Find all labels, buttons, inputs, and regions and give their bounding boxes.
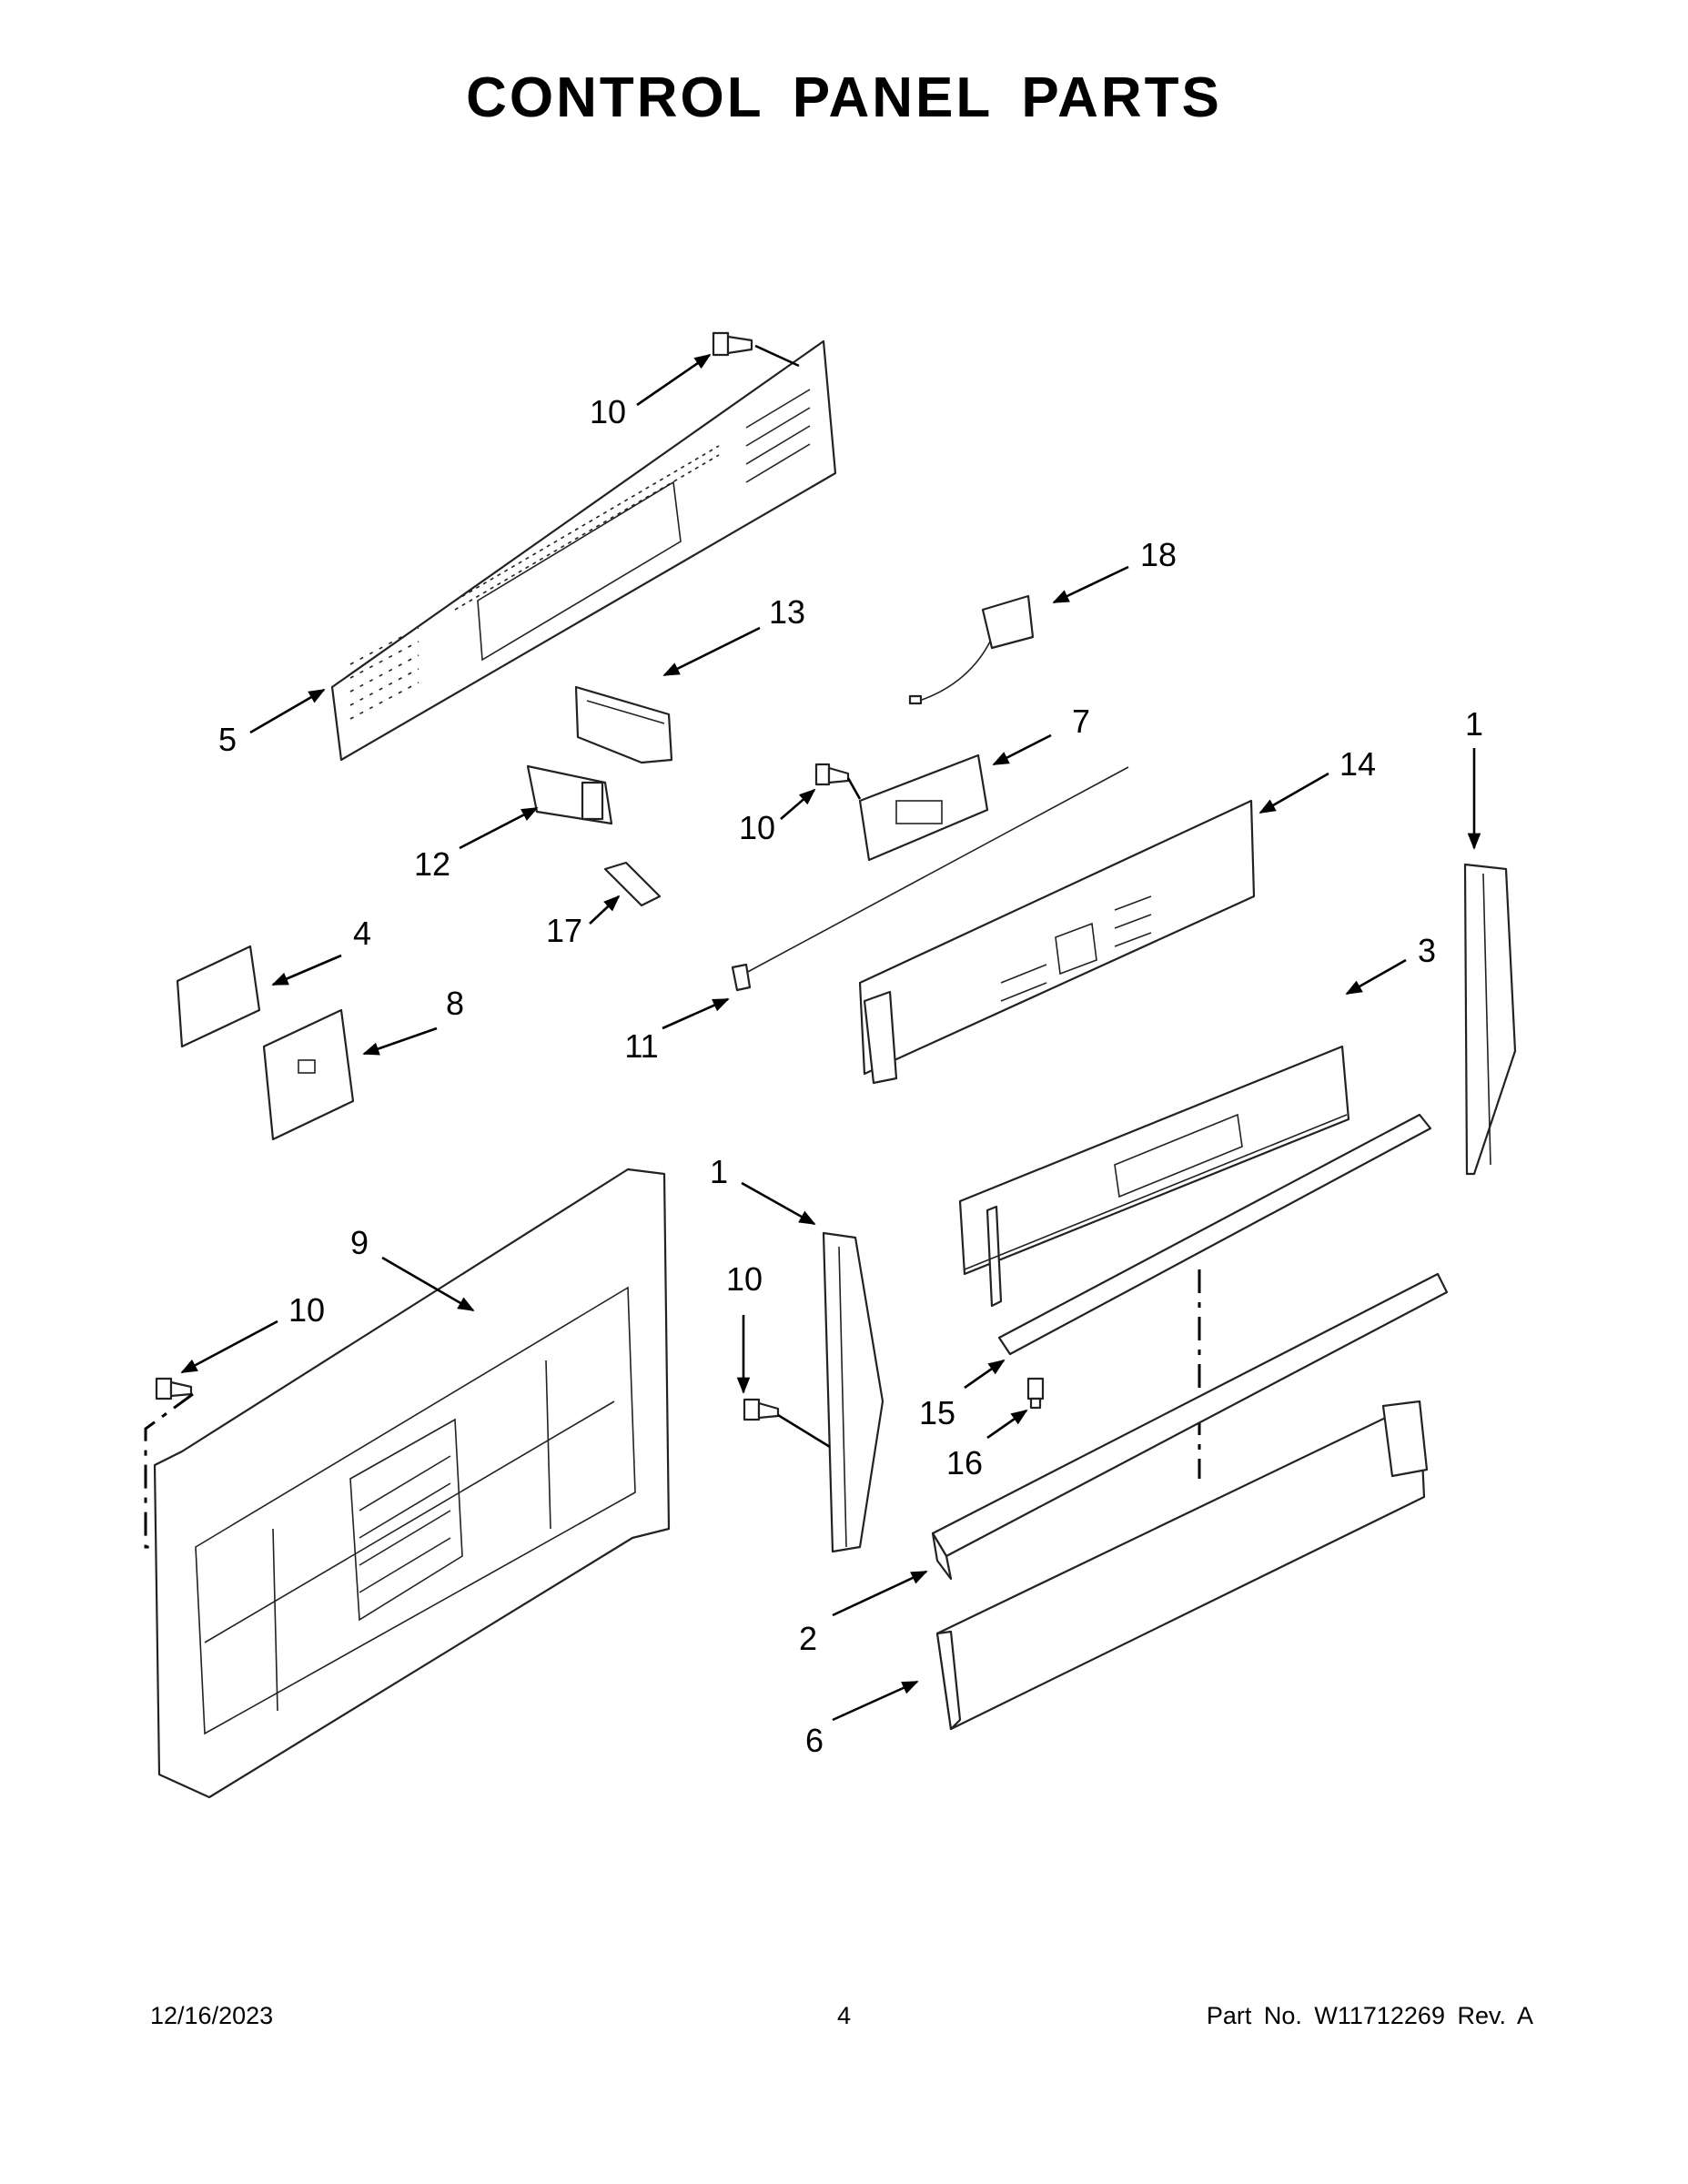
callout-10: 10 — [288, 1291, 325, 1329]
callout-2: 2 — [799, 1620, 817, 1657]
footer-part-number: Part No. W11712269 Rev. A — [1206, 2002, 1533, 2029]
part-1-end-cap-middle[interactable] — [822, 1231, 884, 1553]
part-6-lower-panel[interactable] — [935, 1400, 1429, 1731]
callout-17: 17 — [546, 912, 582, 949]
callout-3: 3 — [1418, 932, 1436, 969]
page-title: CONTROL PANEL PARTS — [466, 66, 1222, 129]
part-18-sensor[interactable] — [908, 594, 1035, 705]
callout-1: 1 — [710, 1153, 728, 1190]
callout-10: 10 — [726, 1260, 763, 1298]
callout-labels: 10 18 13 5 7 1 14 12 10 17 4 8 11 3 1 9 … — [218, 393, 1483, 1759]
part-11-wire-harness[interactable] — [731, 766, 1129, 992]
callout-9: 9 — [350, 1224, 369, 1261]
callout-5: 5 — [218, 721, 237, 758]
part-10-screw-left[interactable] — [144, 1377, 194, 1549]
part-3-front-trim[interactable] — [958, 1045, 1350, 1308]
part-4-board[interactable] — [176, 945, 261, 1048]
part-10-screw-mid[interactable] — [814, 763, 862, 800]
part-10-screw-top[interactable] — [712, 331, 800, 368]
callout-4: 4 — [353, 915, 371, 952]
part-16-screw[interactable] — [1026, 1377, 1045, 1410]
callout-7: 7 — [1072, 703, 1090, 740]
callout-16: 16 — [946, 1444, 983, 1481]
footer-page-number: 4 — [836, 2002, 852, 2029]
part-9-rear-panel[interactable] — [153, 1168, 671, 1799]
part-8-board-bracket[interactable] — [262, 1008, 355, 1141]
part-13-bracket[interactable] — [574, 685, 673, 764]
callout-15: 15 — [919, 1394, 955, 1431]
callout-10: 10 — [739, 809, 775, 846]
part-5-rear-bracket[interactable] — [330, 339, 837, 762]
callout-14: 14 — [1339, 745, 1376, 783]
part-10-screw-lower[interactable] — [743, 1398, 831, 1449]
leader-arrows — [180, 353, 1481, 1722]
callout-13: 13 — [769, 593, 805, 631]
callout-12: 12 — [414, 845, 450, 883]
part-15-bracket[interactable] — [997, 1113, 1432, 1356]
part-7-control-board[interactable] — [858, 753, 989, 862]
part-14-control-panel[interactable] — [858, 799, 1256, 1085]
callout-8: 8 — [446, 985, 464, 1022]
callout-6: 6 — [805, 1722, 824, 1759]
part-12-relay-block[interactable] — [526, 764, 613, 825]
callout-10: 10 — [590, 393, 626, 430]
part-17-clip[interactable] — [603, 861, 662, 907]
callout-1: 1 — [1465, 705, 1483, 743]
part-2-channel[interactable] — [931, 1272, 1449, 1581]
footer-date: 12/16/2023 — [150, 2002, 274, 2029]
part-1-end-cap-right[interactable] — [1463, 863, 1517, 1176]
callout-18: 18 — [1140, 536, 1177, 573]
callout-11: 11 — [624, 1027, 658, 1065]
